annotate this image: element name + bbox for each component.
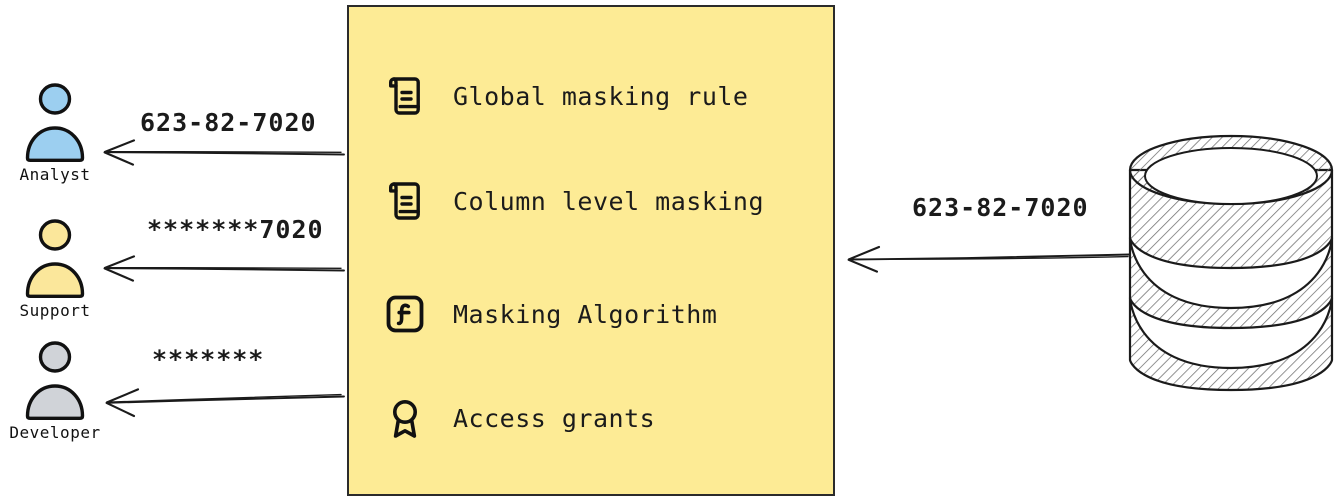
policy-item-access-grants[interactable]: Access grants <box>381 390 655 446</box>
masking-policy-panel: Global masking rule Column level masking <box>347 5 835 496</box>
user-icon <box>25 219 85 298</box>
policy-item-label: Global masking rule <box>453 81 749 111</box>
consumer-analyst: Analyst <box>0 82 110 184</box>
flow-value-analyst: 623-82-7020 <box>140 108 317 137</box>
function-box-icon <box>381 290 429 338</box>
flow-value-support: *******7020 <box>147 215 324 244</box>
database-cylinder-icon <box>1128 134 1334 392</box>
policy-item-label: Access grants <box>453 403 656 433</box>
policy-item-label: Column level masking <box>453 186 765 216</box>
consumer-developer: Developer <box>0 340 110 442</box>
arrow-database-to-panel <box>847 245 1131 273</box>
user-icon <box>25 83 85 162</box>
arrow-panel-to-support <box>103 255 345 282</box>
user-icon <box>25 341 85 420</box>
policy-item-column-level-masking[interactable]: Column level masking <box>381 173 764 229</box>
policy-item-label: Masking Algorithm <box>453 299 718 329</box>
arrow-panel-to-analyst <box>103 139 345 166</box>
arrow-panel-to-developer <box>105 388 345 418</box>
consumer-name: Analyst <box>19 165 91 184</box>
policy-item-global-masking-rule[interactable]: Global masking rule <box>381 68 748 124</box>
consumer-name: Developer <box>9 423 101 442</box>
policy-item-masking-algorithm[interactable]: Masking Algorithm <box>381 286 717 342</box>
consumer-support: Support <box>0 218 110 320</box>
policy-item-list: Global masking rule Column level masking <box>349 7 833 494</box>
scroll-icon <box>381 177 429 225</box>
award-ribbon-icon <box>381 394 429 442</box>
flow-value-source: 623-82-7020 <box>912 193 1089 222</box>
scroll-icon <box>381 72 429 120</box>
consumer-name: Support <box>19 301 91 320</box>
flow-value-developer: ******* <box>152 345 265 374</box>
